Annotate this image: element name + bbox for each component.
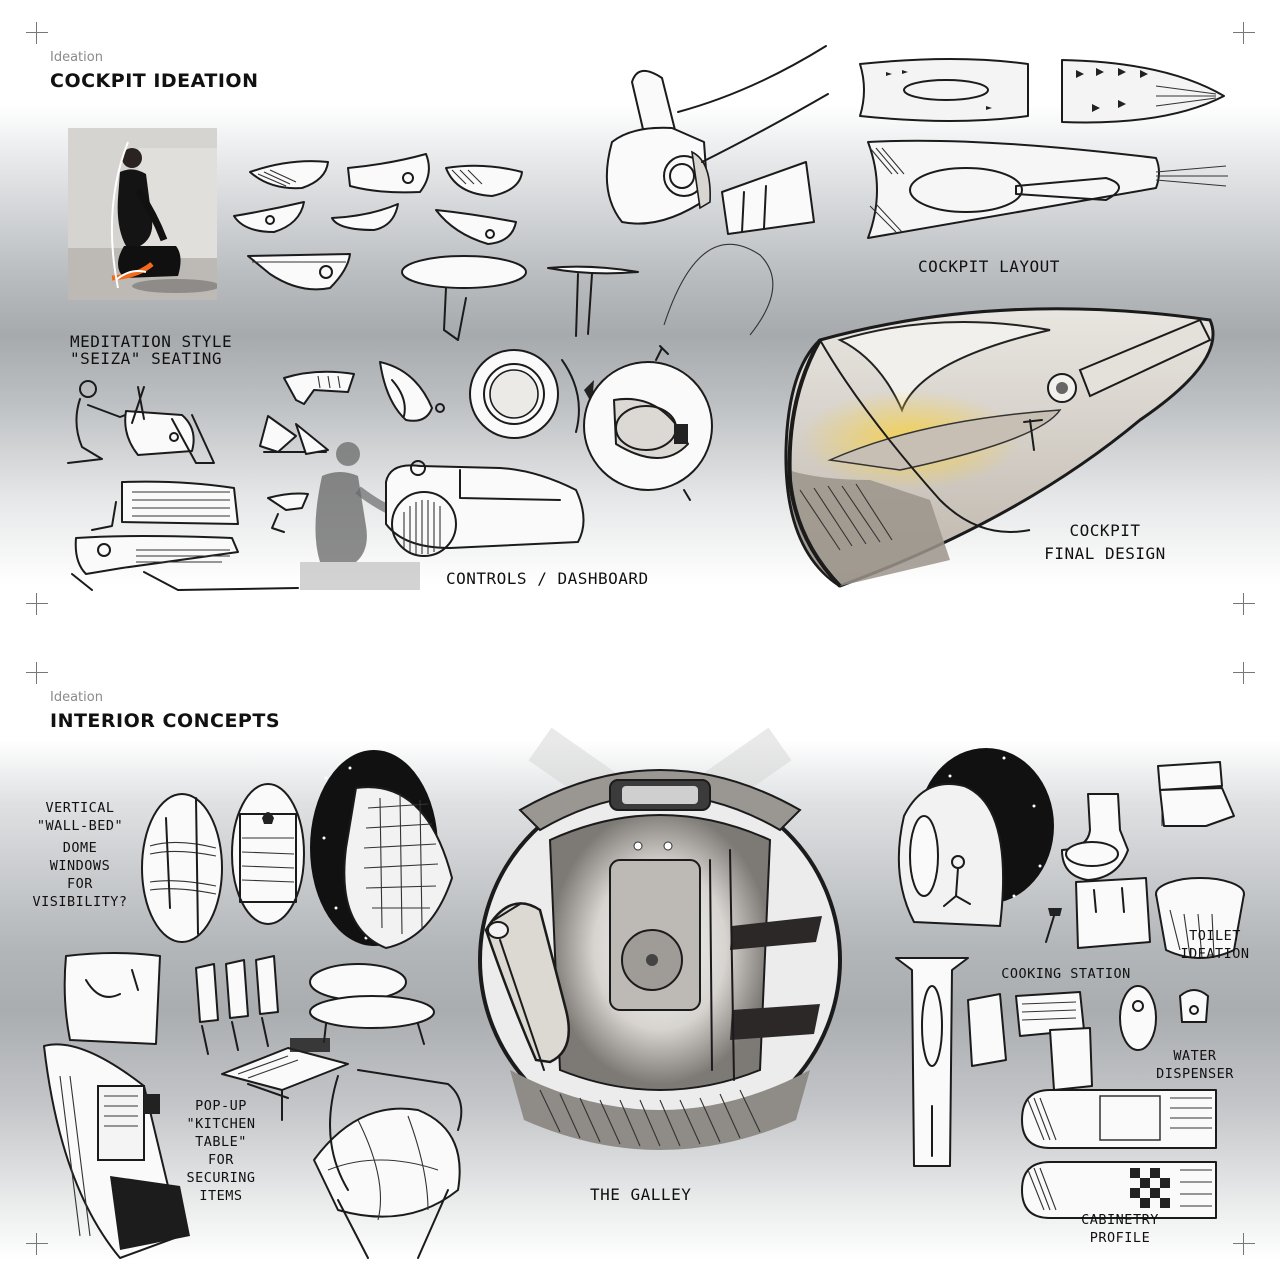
dashboard-seated-operator bbox=[300, 442, 585, 590]
crop-mark bbox=[26, 662, 48, 684]
operator-figure-sketch bbox=[67, 380, 215, 464]
seiza-figure-illustration bbox=[68, 128, 217, 300]
water-dispenser-label-line2: DISPENSER bbox=[1156, 1066, 1234, 1082]
console-base-sketch bbox=[71, 480, 299, 591]
crop-mark bbox=[1233, 593, 1255, 615]
popup-label-line1: POP-UP bbox=[195, 1098, 247, 1114]
table-capsule-sketch bbox=[309, 963, 435, 1045]
toilet-top-sketch bbox=[1157, 761, 1235, 827]
controls-label: CONTROLS / DASHBOARD bbox=[446, 569, 649, 588]
final-design-label-line2: FINAL DESIGN bbox=[1044, 544, 1166, 563]
wallbed-label-line2: "WALL-BED" bbox=[36, 818, 124, 834]
dome-label-line4: VISIBILITY? bbox=[32, 894, 128, 910]
popup-label-line4: FOR bbox=[208, 1152, 234, 1168]
crop-mark bbox=[26, 593, 48, 615]
section-eyebrow: Ideation bbox=[50, 690, 103, 705]
pillar-section-sketch bbox=[895, 957, 969, 1167]
seat-module-sketches bbox=[63, 952, 279, 1055]
crop-mark bbox=[1233, 662, 1255, 684]
cockpit-layout-label: COCKPIT LAYOUT bbox=[918, 257, 1060, 276]
popup-label-line2: "KITCHEN bbox=[186, 1116, 256, 1132]
dome-label-line3: FOR bbox=[67, 876, 93, 892]
cabinetry-profile-sketch bbox=[1021, 1089, 1217, 1219]
section-title: INTERIOR CONCEPTS bbox=[50, 710, 280, 732]
crop-mark bbox=[1233, 1233, 1255, 1255]
toilet-side-sketch bbox=[1061, 793, 1129, 881]
cockpit-ideation-board: Ideation COCKPIT IDEATION MEDITATION STY… bbox=[0, 22, 1280, 615]
galley-render bbox=[478, 727, 842, 1150]
cockpit-arm-sketch bbox=[605, 45, 829, 235]
cockpit-layout-sketches bbox=[859, 58, 1228, 239]
popup-table-sketch bbox=[221, 1038, 349, 1121]
crop-mark bbox=[26, 22, 48, 44]
folding-seat-sketch bbox=[313, 1069, 463, 1259]
seiza-photo bbox=[68, 128, 217, 300]
grip-controls-sketches bbox=[259, 361, 445, 455]
crop-mark bbox=[1233, 22, 1255, 44]
water-dispenser-label-line1: WATER bbox=[1173, 1048, 1217, 1064]
section-eyebrow: Ideation bbox=[50, 50, 103, 65]
galley-label: THE GALLEY bbox=[590, 1185, 692, 1204]
dome-label-line2: WINDOWS bbox=[49, 858, 111, 874]
popup-label-line3: TABLE" bbox=[195, 1134, 247, 1150]
interior-concepts-board: Ideation INTERIOR CONCEPTS VERTICAL "WAL… bbox=[0, 640, 1280, 1280]
wallbed-label-line1: VERTICAL bbox=[45, 800, 115, 816]
crop-mark bbox=[26, 1233, 48, 1255]
water-dispenser-sketch bbox=[1119, 985, 1209, 1051]
cabinetry-label-line1: CABINETRY bbox=[1081, 1212, 1159, 1228]
final-design-label-line1: COCKPIT bbox=[1069, 521, 1141, 540]
lever-sketch bbox=[267, 492, 309, 533]
cockpit-final-render bbox=[784, 307, 1215, 588]
toilet-label-line2: IDEATION bbox=[1180, 946, 1250, 962]
kitchen-wall-panel-sketch bbox=[43, 1043, 190, 1259]
hygiene-pod-sketch bbox=[897, 748, 1054, 928]
wallbed-sketches bbox=[141, 750, 454, 950]
popup-label-line6: ITEMS bbox=[199, 1188, 243, 1204]
toilet-bowl-sketch bbox=[1155, 877, 1245, 959]
meditation-label-line2: "SEIZA" SEATING bbox=[70, 349, 222, 368]
section-title: COCKPIT IDEATION bbox=[50, 70, 259, 92]
sphere-controller-sketches bbox=[469, 345, 713, 501]
cooking-station-label: COOKING STATION bbox=[1001, 966, 1131, 982]
armrest-sketches bbox=[233, 153, 639, 341]
orbit-lines bbox=[663, 243, 774, 336]
popup-label-line5: SECURING bbox=[186, 1170, 256, 1186]
dome-label-line1: DOME bbox=[62, 840, 98, 856]
meditation-label-line1: MEDITATION STYLE bbox=[70, 332, 233, 351]
storage-drawer-sketches bbox=[967, 991, 1093, 1091]
cabinetry-label-line2: PROFILE bbox=[1089, 1230, 1151, 1246]
cooking-station-sketch bbox=[1045, 877, 1151, 949]
toilet-label-line1: TOILET bbox=[1189, 928, 1241, 944]
